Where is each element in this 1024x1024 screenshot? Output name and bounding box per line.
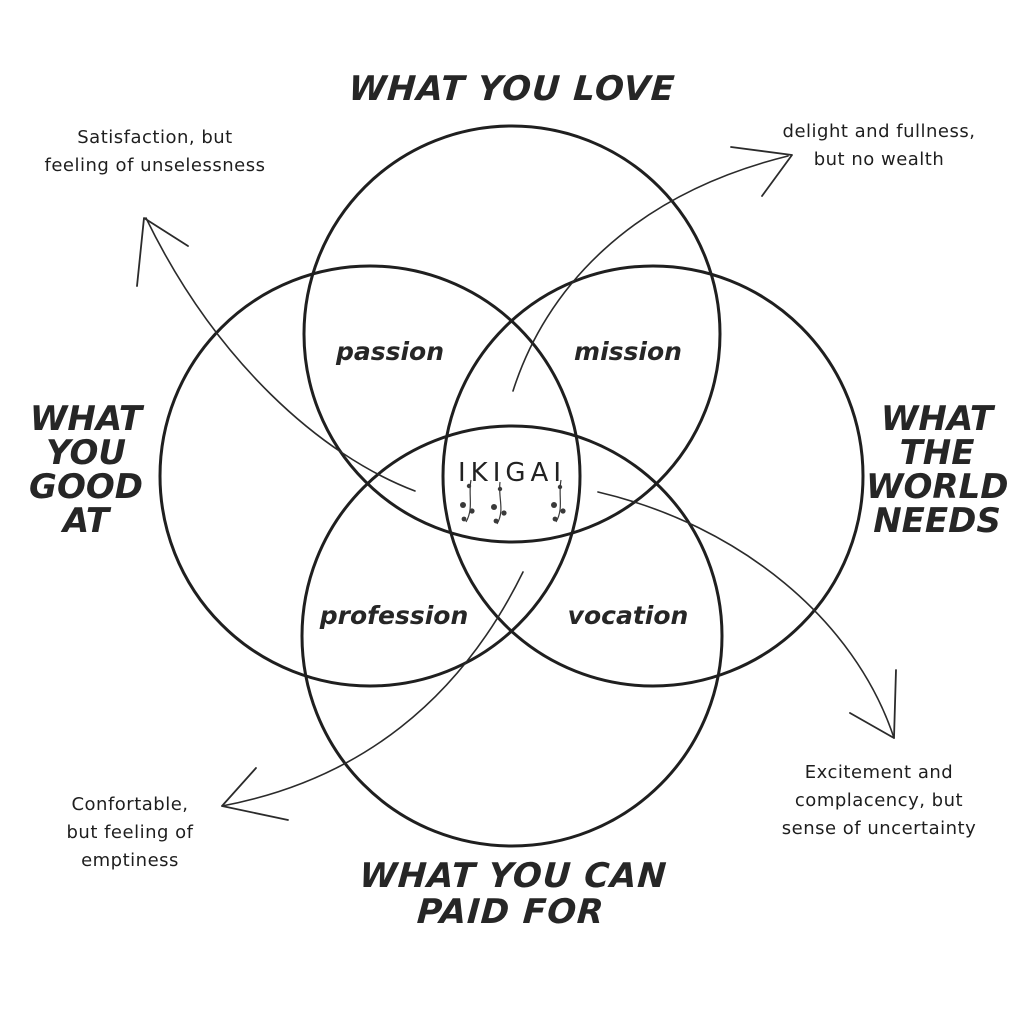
note-line: Excitement and — [804, 762, 954, 783]
curved-arrow-icon — [221, 571, 524, 821]
circle-what-the-world-needs — [441, 264, 865, 688]
circle-what-you-good-at — [158, 264, 582, 688]
region-vocation: vocation — [567, 601, 689, 630]
title-line: AT — [62, 501, 110, 541]
title-line: WHAT YOU CAN — [358, 856, 669, 896]
title-line: WHAT — [880, 399, 994, 439]
curved-arrow-icon — [512, 146, 793, 392]
note-line: Satisfaction, but — [77, 127, 233, 148]
title-what-you-can-paid-for: WHAT YOU CAN PAID FOR — [309, 856, 714, 932]
region-profession: profession — [319, 601, 469, 630]
center-ikigai: IKIGAI — [458, 458, 566, 488]
region-passion: passion — [335, 337, 445, 366]
note-top-left: Satisfaction, but feeling of unselessnes… — [10, 124, 300, 180]
note-line: Confortable, — [71, 794, 189, 815]
curved-arrow-icon — [597, 491, 897, 739]
note-bottom-left: Confortable, but feeling of emptiness — [30, 791, 230, 875]
title-line: WORLD — [866, 467, 1009, 507]
flower-vine-icon — [460, 479, 475, 523]
note-line: sense of uncertainty — [781, 818, 977, 839]
region-mission: mission — [574, 337, 682, 366]
title-line: WHAT — [29, 399, 143, 439]
flower-vine-icon — [551, 479, 566, 523]
title-line: GOOD — [29, 467, 143, 507]
curved-arrow-icon — [136, 217, 416, 492]
title-line: THE — [899, 433, 975, 473]
flower-vine-icon — [491, 481, 507, 525]
note-line: emptiness — [81, 850, 179, 871]
title-what-the-world-needs: WHAT THE WORLD NEEDS — [866, 402, 1008, 538]
note-line: complacency, but — [794, 790, 964, 811]
title-line: YOU — [46, 433, 126, 473]
note-line: but feeling of — [66, 822, 194, 843]
note-top-right: delight and fullness, but no wealth — [754, 118, 1004, 174]
title-line: NEEDS — [873, 501, 1001, 541]
title-what-you-good-at: WHAT YOU GOOD AT — [16, 402, 156, 538]
circle-what-you-can-paid-for — [300, 424, 724, 848]
note-bottom-right: Excitement and complacency, but sense of… — [756, 759, 1002, 843]
note-line: but no wealth — [813, 149, 945, 170]
circle-what-you-love — [302, 124, 722, 544]
title-line: PAID FOR — [415, 892, 606, 932]
title-what-you-love: WHAT YOU LOVE — [347, 69, 677, 109]
note-line: delight and fullness, — [782, 121, 976, 142]
note-line: feeling of unselessness — [44, 155, 266, 176]
